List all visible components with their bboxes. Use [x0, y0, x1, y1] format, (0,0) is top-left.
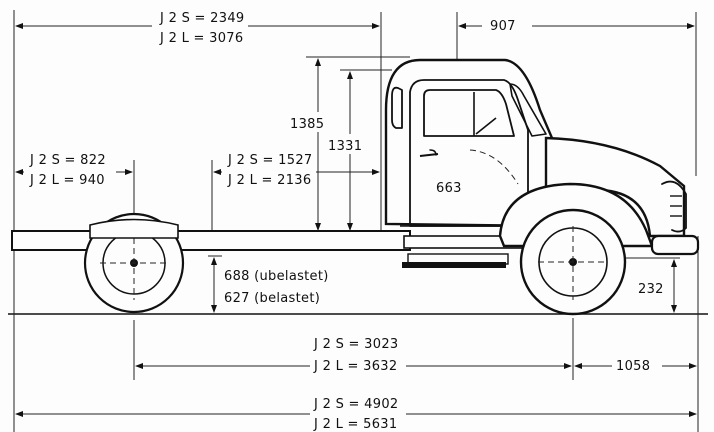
overall-length-j2l: J 2 L = 5631 — [313, 417, 397, 432]
rear-wheel — [83, 212, 185, 314]
rear-cab-window — [391, 86, 403, 129]
height-cab-inner-label: 1331 — [328, 139, 362, 154]
frame-height-unloaded: 688 (ubelastet) — [224, 269, 329, 284]
body-length-j2l: J 2 L = 2136 — [227, 173, 311, 188]
height-cab-label: 1385 — [290, 117, 324, 132]
body-length-j2s: J 2 S = 1527 — [227, 153, 312, 168]
side-window — [423, 89, 515, 137]
cab — [384, 58, 554, 228]
windscreen — [509, 83, 547, 137]
front-overhang-top-label: 907 — [490, 19, 516, 34]
door-handle — [419, 153, 439, 157]
grille — [661, 180, 687, 233]
cab-to-rear-j2s: J 2 S = 2349 — [159, 11, 244, 26]
height-floor-label: 663 — [436, 181, 462, 196]
ground-clearance-label: 232 — [638, 282, 664, 297]
door — [409, 79, 529, 227]
front-wheel — [519, 208, 627, 316]
front-bumper — [650, 234, 700, 256]
label-masks — [24, 6, 668, 432]
front-overhang-label: 1058 — [616, 359, 650, 374]
extension-lines — [13, 10, 699, 432]
cab-to-rear-j2l: J 2 L = 3076 — [159, 31, 243, 46]
overall-length-j2s: J 2 S = 4902 — [313, 397, 398, 412]
frame-height-loaded: 627 (belastet) — [224, 291, 320, 306]
wheelbase-j2l: J 2 L = 3632 — [313, 359, 397, 374]
wheelbase-j2s: J 2 S = 3023 — [313, 337, 398, 352]
rear-overhang-j2s: J 2 S = 822 — [29, 153, 106, 168]
rear-overhang-j2l: J 2 L = 940 — [29, 173, 105, 188]
